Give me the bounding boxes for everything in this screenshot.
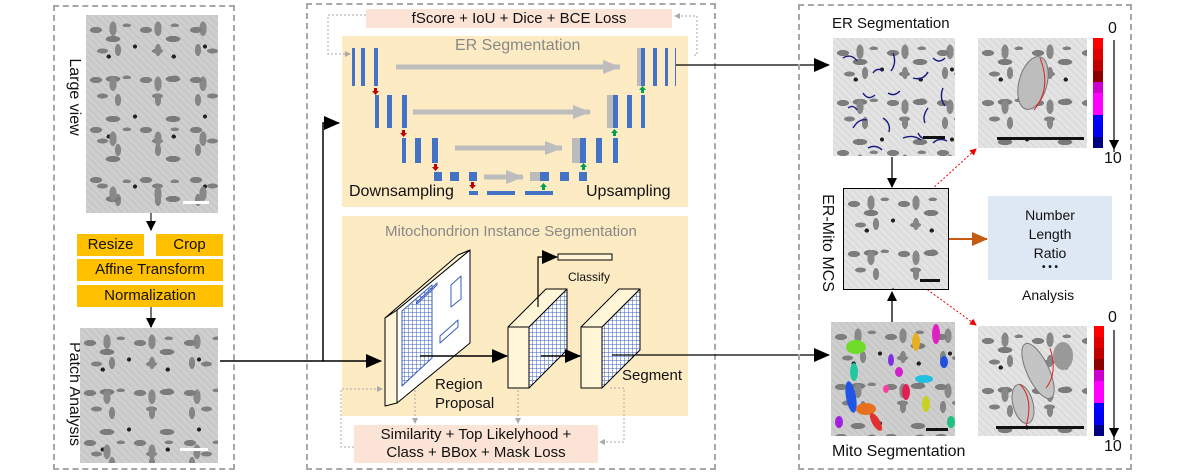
er-mito-contact-zoom-bottom (978, 326, 1087, 436)
classify-vector (537, 250, 613, 307)
large-view-image (86, 15, 218, 213)
preprocessing-panel (53, 5, 235, 470)
region-proposal-label: Region Proposal (435, 375, 494, 413)
analysis-item-more: • • • (1041, 262, 1059, 273)
colorbar-top-max: 10 (1104, 150, 1122, 167)
segment-label: Segment (622, 367, 683, 384)
colorbar-segment (1094, 370, 1104, 381)
affine-transform-step: Affine Transform (77, 259, 223, 281)
mito-segmentation-title: Mitochondrion Instance Segmentation (385, 223, 637, 240)
patch-to-network-arrows (220, 116, 382, 368)
crop-step: Crop (156, 234, 223, 256)
colorbar-segment (1093, 104, 1103, 115)
colorbar-segment (1093, 93, 1103, 104)
mito-segmentation-label: Mito Segmentation (832, 443, 966, 460)
colorbar-bottom-min: 0 (1108, 309, 1117, 326)
colorbar-bottom (1094, 326, 1104, 436)
normalization-step: Normalization (77, 285, 223, 307)
mito-segmentation-image (831, 322, 955, 436)
results-panel (798, 4, 1132, 470)
scale-bar (923, 136, 945, 139)
colorbar-segment (1093, 82, 1103, 93)
region-proposal-block (384, 249, 471, 407)
unet-skip-connections (396, 60, 621, 184)
colorbar-top (1093, 38, 1103, 148)
unet-pool-arrows (372, 86, 646, 190)
colorbar-segment (1094, 359, 1104, 370)
colorbar-segment (1093, 126, 1103, 137)
scale-bar (996, 426, 1084, 429)
colorbar-top-min: 0 (1108, 20, 1117, 37)
er-overlay (842, 52, 948, 151)
region-proposal-line2: Proposal (435, 395, 495, 412)
er-segmentation-title: ER Segmentation (455, 37, 581, 54)
region-proposal-line1: Region (435, 376, 483, 393)
colorbar-segment (1094, 381, 1104, 392)
classify-label: Classify (568, 270, 611, 284)
roi-feature-block (507, 288, 568, 389)
scale-bar (183, 201, 209, 204)
colorbar-segment (1094, 326, 1104, 337)
scale-bar (180, 448, 208, 451)
analysis-item-length: Length (1028, 226, 1072, 242)
analysis-label: Analysis (1022, 287, 1075, 303)
colorbar-segment (1093, 49, 1103, 60)
er-loss-box: fScore + IoU + Dice + BCE Loss (366, 9, 672, 28)
er-mito-mcs-image (843, 188, 949, 290)
resize-step: Resize (77, 234, 144, 256)
colorbar-segment (1093, 71, 1103, 82)
colorbar-segment (1093, 38, 1103, 49)
colorbar-segment (1093, 60, 1103, 71)
scale-bar (997, 137, 1084, 140)
mito-contact-overlay (1011, 342, 1073, 427)
er-mito-mcs-label: ER-Mito MCS (819, 194, 836, 292)
colorbar-segment (1094, 425, 1104, 436)
er-mito-contact-zoom-top (978, 38, 1087, 148)
mito-loss-box: Similarity + Top Likelyhood + Class + BB… (354, 425, 598, 463)
mito-loss-line2: Class + BBox + Mask Loss (386, 444, 566, 461)
mito-loss-feedback (340, 386, 625, 448)
colorbar-bottom-max: 10 (1104, 438, 1122, 455)
colorbar-segment (1094, 337, 1104, 348)
patch-image (80, 328, 218, 463)
colorbar-segment (1093, 137, 1103, 148)
er-segmentation-label: ER Segmentation (832, 15, 950, 32)
scale-bar (920, 279, 940, 282)
er-loss-feedback (327, 13, 698, 57)
mask-feature-block (580, 288, 641, 389)
analysis-box: Number Length Ratio • • • (988, 196, 1112, 280)
unet-encoder (352, 48, 553, 195)
unet-decoder (530, 48, 676, 181)
analysis-item-ratio: Ratio (1033, 245, 1067, 261)
er-segmentation-image (833, 38, 955, 156)
network-panel (306, 3, 716, 470)
colorbar-segment (1093, 115, 1103, 126)
mito-loss-line1: Similarity + Top Likelyhood + (380, 426, 572, 443)
network-to-results-arrows (612, 58, 830, 362)
colorbar-segment (1094, 348, 1104, 359)
colorbar-segment (1094, 414, 1104, 425)
scale-bar (926, 428, 948, 431)
downsampling-label: Downsampling (349, 183, 454, 200)
colorbar-segment (1094, 392, 1104, 403)
upsampling-label: Upsampling (586, 183, 671, 200)
mito-contact-overlay (1017, 56, 1049, 111)
mito-overlay (835, 324, 955, 431)
colorbar-segment (1094, 403, 1104, 414)
analysis-item-number: Number (1025, 207, 1075, 223)
